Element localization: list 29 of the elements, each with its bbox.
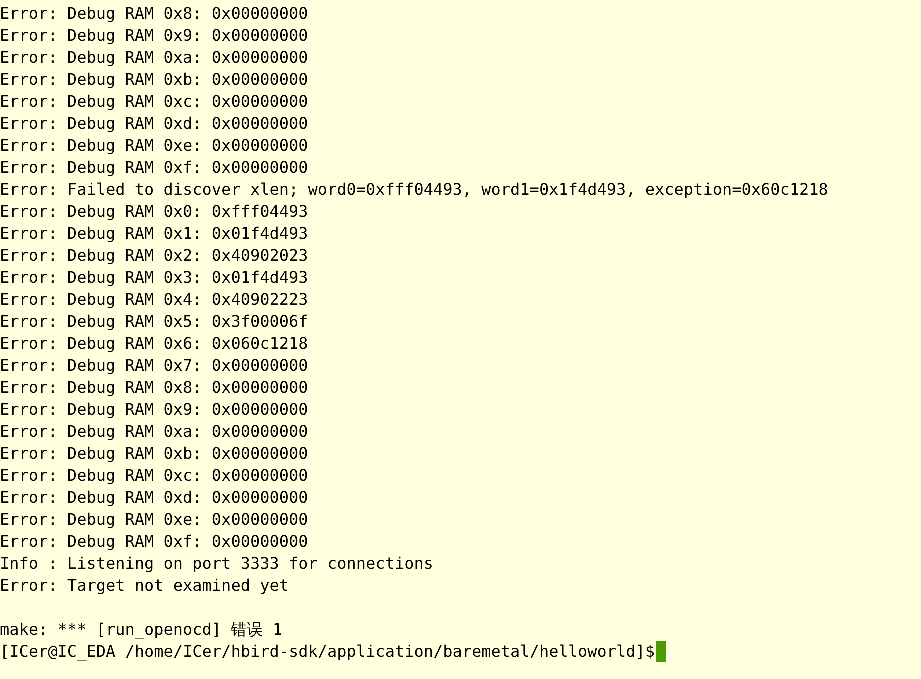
log-line: Error: Debug RAM 0xe: 0x00000000 <box>0 509 308 531</box>
log-line: Error: Debug RAM 0x4: 0x40902223 <box>0 289 308 311</box>
log-line: Error: Failed to discover xlen; word0=0xfff04493, word1=0x1f4d493, exception=0x60c1218 <box>0 179 828 201</box>
log-line: Error: Debug RAM 0xf: 0x00000000 <box>0 531 308 553</box>
log-line: Error: Debug RAM 0x2: 0x40902023 <box>0 245 308 267</box>
log-line: Error: Debug RAM 0x6: 0x060c1218 <box>0 333 308 355</box>
log-line: Error: Debug RAM 0x3: 0x01f4d493 <box>0 267 308 289</box>
log-line: Error: Debug RAM 0xe: 0x00000000 <box>0 135 308 157</box>
log-line: Error: Debug RAM 0x1: 0x01f4d493 <box>0 223 308 245</box>
log-line: Error: Debug RAM 0x8: 0x00000000 <box>0 377 308 399</box>
log-line: Error: Debug RAM 0x7: 0x00000000 <box>0 355 308 377</box>
log-line: Error: Debug RAM 0xb: 0x00000000 <box>0 69 308 91</box>
log-line: Error: Debug RAM 0xf: 0x00000000 <box>0 157 308 179</box>
log-line: Error: Debug RAM 0x5: 0x3f00006f <box>0 311 308 333</box>
log-line: Error: Debug RAM 0x9: 0x00000000 <box>0 25 308 47</box>
log-line: Error: Debug RAM 0xa: 0x00000000 <box>0 47 308 69</box>
log-line: Error: Debug RAM 0xa: 0x00000000 <box>0 421 308 443</box>
log-line: Error: Debug RAM 0x8: 0x00000000 <box>0 3 308 25</box>
log-line: make: *** [run_openocd] 错误 1 <box>0 619 282 641</box>
log-line: Error: Debug RAM 0xc: 0x00000000 <box>0 465 308 487</box>
log-line: Error: Debug RAM 0x9: 0x00000000 <box>0 399 308 421</box>
log-line: Error: Debug RAM 0x0: 0xfff04493 <box>0 201 308 223</box>
log-line: Info : Listening on port 3333 for connections <box>0 553 434 575</box>
log-line: Error: Debug RAM 0xc: 0x00000000 <box>0 91 308 113</box>
log-line: Error: Target not examined yet <box>0 575 289 597</box>
shell-prompt: [ICer@IC_EDA /home/ICer/hbird-sdk/application/baremetal/helloworld]$ <box>0 641 656 663</box>
log-line: Error: Debug RAM 0xd: 0x00000000 <box>0 487 308 509</box>
log-line: Error: Debug RAM 0xd: 0x00000000 <box>0 113 308 135</box>
log-line: Error: Debug RAM 0xb: 0x00000000 <box>0 443 308 465</box>
